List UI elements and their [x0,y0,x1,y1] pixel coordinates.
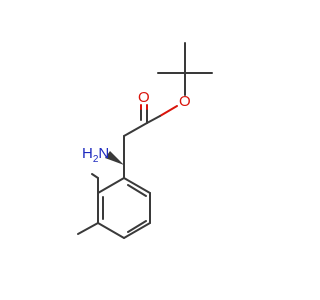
bond-carbonyl-segment [146,115,161,124]
ring-bond-6 [123,177,151,194]
bond-ester-oxygen-carbonyl [159,105,178,117]
ring-bond-3 [97,222,125,239]
amine-n-label: N [98,145,109,162]
wedge-bond-chiral-amine [105,151,124,165]
ring-bond-4 [123,222,151,239]
amine-label: H2N [82,145,109,165]
bond-methyl-3 [77,222,99,235]
ring-double-inner-3 [127,184,147,197]
ring-bond-1 [97,177,125,194]
amine-h-label: H [82,145,93,162]
ring-double-inner-2 [127,220,147,233]
bond-methyl-2b [91,173,99,179]
bond-carbonyl-ch2 [123,122,148,137]
molecule-structure: O O H2N [77,42,213,239]
ester-oxygen-label: O [179,93,191,110]
carbonyl-oxygen-label: O [138,89,150,106]
amine-subscript-label: 2 [93,154,99,165]
